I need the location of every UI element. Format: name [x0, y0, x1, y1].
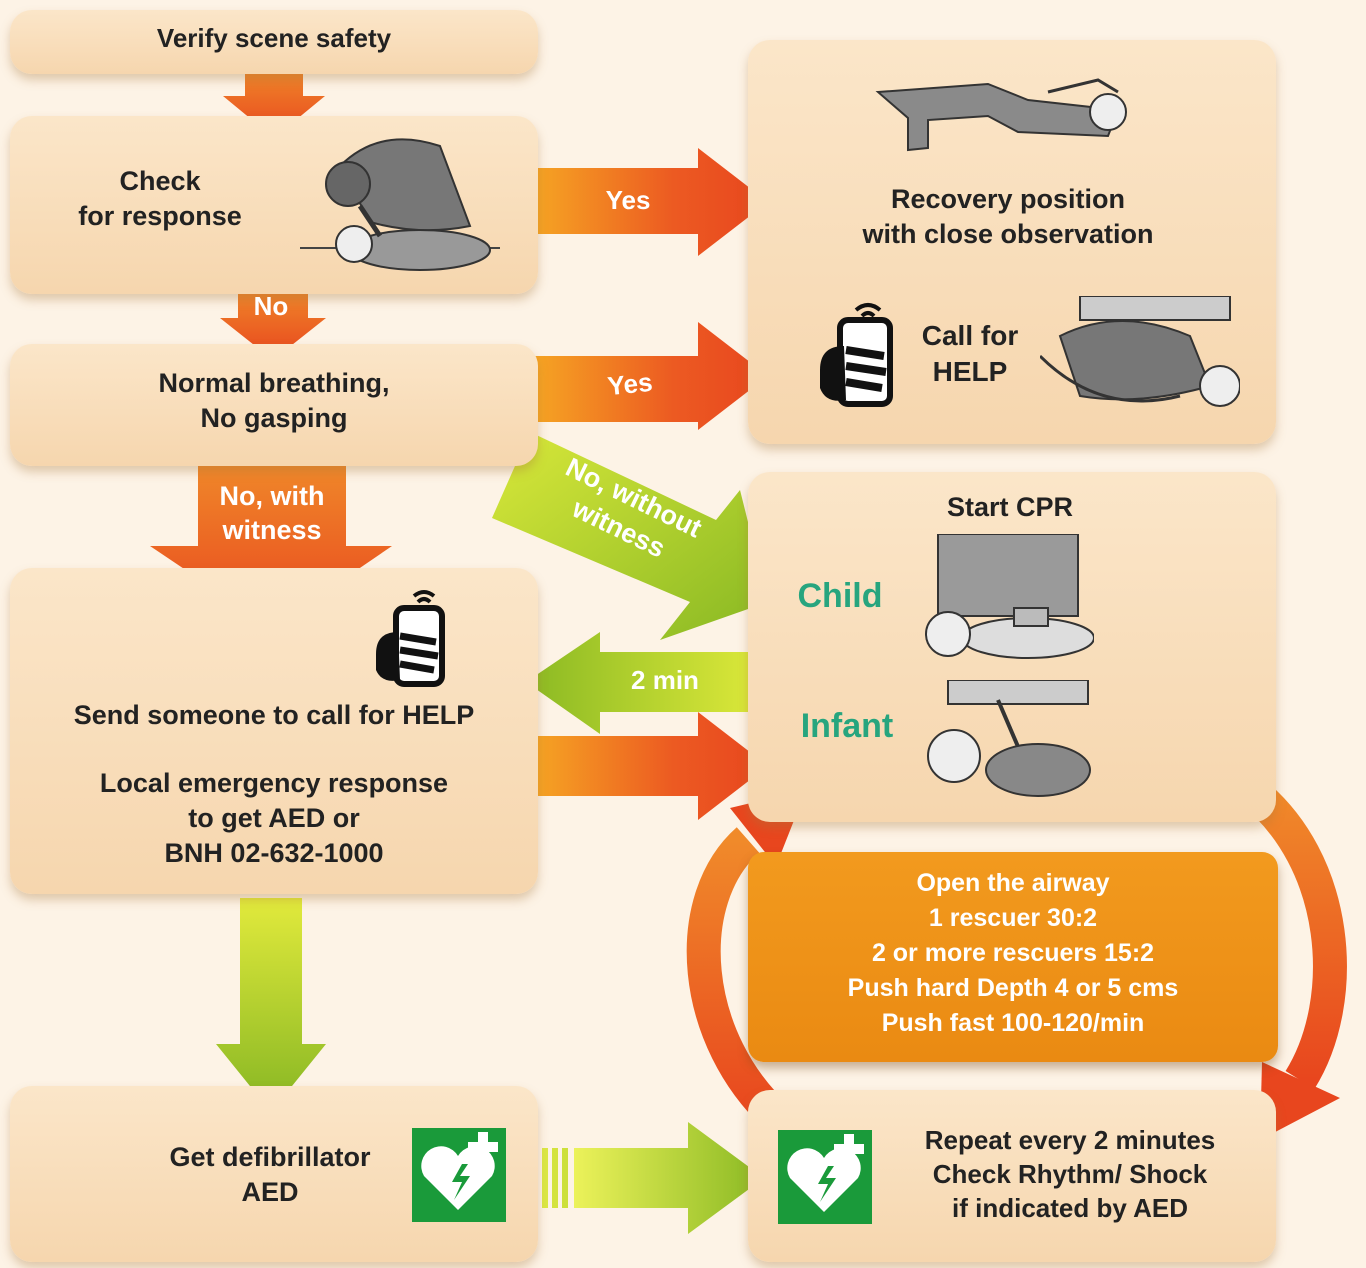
call-help-line-1: Call for: [921, 320, 1019, 351]
cpr-instruction-line: 1 rescuer 30:2: [928, 904, 1098, 932]
loop-arrow-down-head: [1260, 1062, 1340, 1140]
phone-icon: [374, 586, 454, 690]
local-line-1: Local emergency response: [99, 768, 449, 798]
cpr-instruction-line: Push fast 100-120/min: [881, 1009, 1145, 1037]
send-help-text: Send someone to call for HELP: [73, 700, 475, 730]
child-cpr-illustration: [918, 534, 1094, 666]
recovery-text: Recovery position with close observation: [798, 182, 1218, 252]
local-line-3: BNH 02-632-1000: [164, 838, 384, 869]
infant-hold-illustration: [1040, 296, 1240, 420]
recovery-line-2: with close observation: [862, 219, 1154, 250]
no-witness-line-2: witness: [222, 514, 322, 545]
send-help-box: [10, 568, 538, 894]
arrow-aed-to-repeat: [574, 1122, 764, 1234]
cpr-instruction-line: Push hard Depth 4 or 5 cms: [847, 974, 1179, 1002]
repeat-text: Repeat every 2 minutes Check Rhythm/ Sho…: [880, 1124, 1260, 1225]
rescuer-check-illustration: [300, 126, 510, 280]
repeat-line-2: Check Rhythm/ Shock: [932, 1158, 1208, 1189]
two-min-label: 2 min: [631, 665, 699, 695]
aed-heart-icon: [778, 1130, 872, 1224]
aed-text: Get defibrillator AED: [130, 1140, 410, 1210]
arrow-send-to-cpr: [532, 712, 768, 820]
aed-heart-icon: [412, 1128, 506, 1222]
no-witness-label: No, with witness: [190, 480, 354, 548]
recovery-position-illustration: [868, 70, 1148, 160]
check-line-2: for response: [78, 201, 242, 232]
cpr-instruction-line: Open the airway: [916, 869, 1110, 897]
infant-label: Infant: [800, 707, 894, 745]
verify-text: Verify scene safety: [156, 23, 392, 53]
start-cpr-text: Start CPR: [946, 492, 1074, 522]
breathing-box: [10, 344, 538, 466]
repeat-line-3: if indicated by AED: [952, 1192, 1188, 1223]
check-line-1: Check: [119, 166, 201, 196]
cpr-instructions-box: Open the airway 1 rescuer 30:2 2 or more…: [748, 852, 1278, 1062]
phone-icon: [816, 296, 900, 412]
arrow-yes-response: [532, 148, 768, 256]
aed-line-1: Get defibrillator: [169, 1142, 371, 1172]
call-help-text: Call for HELP: [900, 318, 1040, 391]
no-witness-line-1: No, with: [219, 481, 325, 511]
verify-box: [10, 10, 538, 74]
call-help-line-2: HELP: [932, 356, 1008, 388]
no-response-label: No: [253, 291, 289, 321]
arrow-verify-down: [223, 66, 325, 138]
arrow-yes-breathing: [532, 322, 768, 430]
loop-arrow-down: [1239, 776, 1347, 1089]
aed-line-2: AED: [241, 1177, 299, 1208]
repeat-line-1: Repeat every 2 minutes: [924, 1125, 1216, 1155]
child-label: Child: [797, 577, 883, 615]
breathing-line-1: Normal breathing,: [158, 368, 390, 398]
breathing-line-2: No gasping: [200, 403, 348, 434]
local-line-2: to get AED or: [188, 803, 360, 834]
arrow-no-without-witness: [492, 432, 768, 640]
arrow-two-min: [526, 632, 760, 734]
recovery-line-1: Recovery position: [890, 184, 1126, 214]
check-text: Check for response: [40, 164, 280, 234]
infant-cpr-illustration: [918, 680, 1094, 804]
cpr-instruction-line: 2 or more rescuers 15:2: [871, 939, 1155, 967]
breathing-text: Normal breathing, No gasping: [10, 366, 538, 436]
local-emergency-text: Local emergency response to get AED or B…: [10, 766, 538, 871]
loop-arrow-up: [686, 827, 792, 1133]
arrow-down-aed: [216, 898, 326, 1112]
arrow-no-down: [220, 286, 326, 360]
yes-response-label: Yes: [605, 185, 651, 215]
